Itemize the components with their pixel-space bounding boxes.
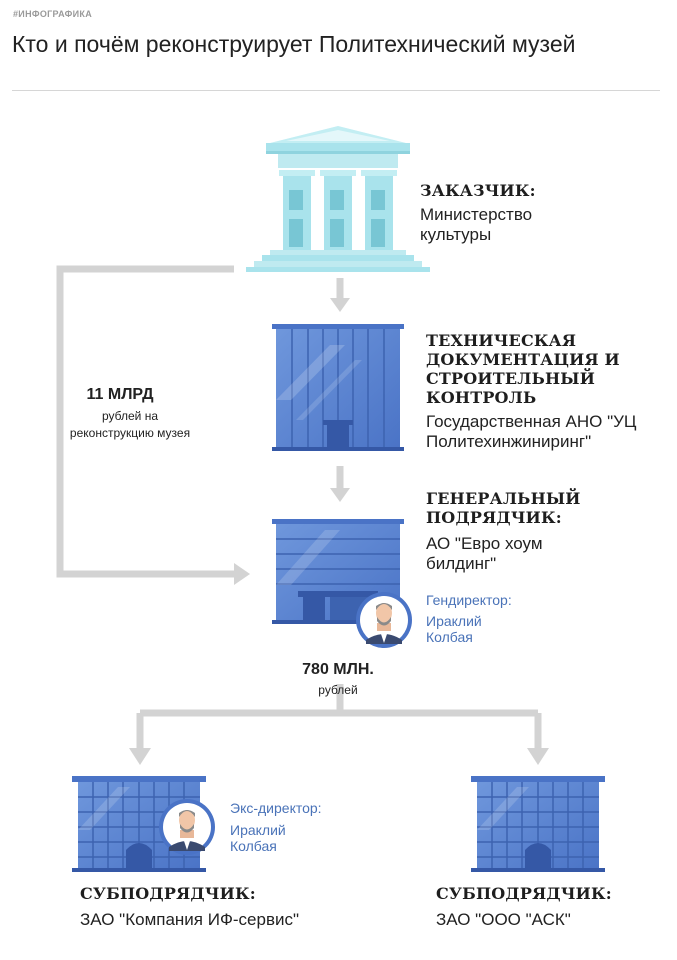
title-divider	[12, 90, 660, 91]
museum-building-icon	[246, 126, 430, 272]
subcontractor-1-name: ЗАО "Компания ИФ-сервис"	[80, 910, 300, 929]
funding-caption: рублей на реконструкцию музея	[69, 409, 191, 440]
technical-name: Государственная АНО "УЦ Политехинжинирин…	[426, 412, 637, 451]
ex-director-avatar	[159, 799, 215, 855]
general-director-name: Ираклий Колбая	[426, 613, 482, 645]
arrow-head-left	[129, 748, 151, 765]
subcontractor-2-building-icon	[471, 776, 605, 872]
technical-building-icon	[272, 324, 404, 451]
connector-lines	[56, 265, 542, 748]
customer-role: ЗАКАЗЧИК:	[420, 181, 536, 200]
funding-amount: 11 МЛРД	[86, 386, 154, 403]
customer-name: Министерство культуры	[420, 205, 533, 244]
infographic-tag: #ИНФОГРАФИКА	[13, 9, 92, 19]
page-title: Кто и почём реконструирует Политехническ…	[12, 31, 576, 57]
arrow-head-right	[527, 748, 549, 765]
general-contractor-role: ГЕНЕРАЛЬНЫЙ ПОДРЯДЧИК:	[426, 489, 581, 527]
arrow-head-funding	[234, 563, 250, 585]
arrow-heads	[129, 298, 549, 765]
general-contractor-name: АО "Евро хоум билдинг"	[426, 534, 543, 573]
arrow-head-2	[330, 488, 350, 502]
subcontractor-2-name: ЗАО "ООО "АСК"	[436, 910, 571, 929]
general-director-avatar	[356, 592, 412, 648]
arrow-head-1	[330, 298, 350, 312]
sub-funding-caption: рублей	[318, 683, 358, 697]
subcontractor-2-role: СУБПОДРЯДЧИК:	[436, 884, 612, 903]
ex-director-role: Экс-директор:	[230, 800, 322, 816]
ex-director-name: Ираклий Колбая	[230, 822, 286, 854]
subcontractor-1-role: СУБПОДРЯДЧИК:	[80, 884, 256, 903]
sub-funding-amount: 780 МЛН.	[302, 661, 374, 678]
technical-role: ТЕХНИЧЕСКАЯ ДОКУМЕНТАЦИЯ И СТРОИТЕЛЬНЫЙ …	[426, 331, 620, 407]
funding-line	[56, 265, 236, 578]
general-director-role: Гендиректор:	[426, 592, 512, 608]
